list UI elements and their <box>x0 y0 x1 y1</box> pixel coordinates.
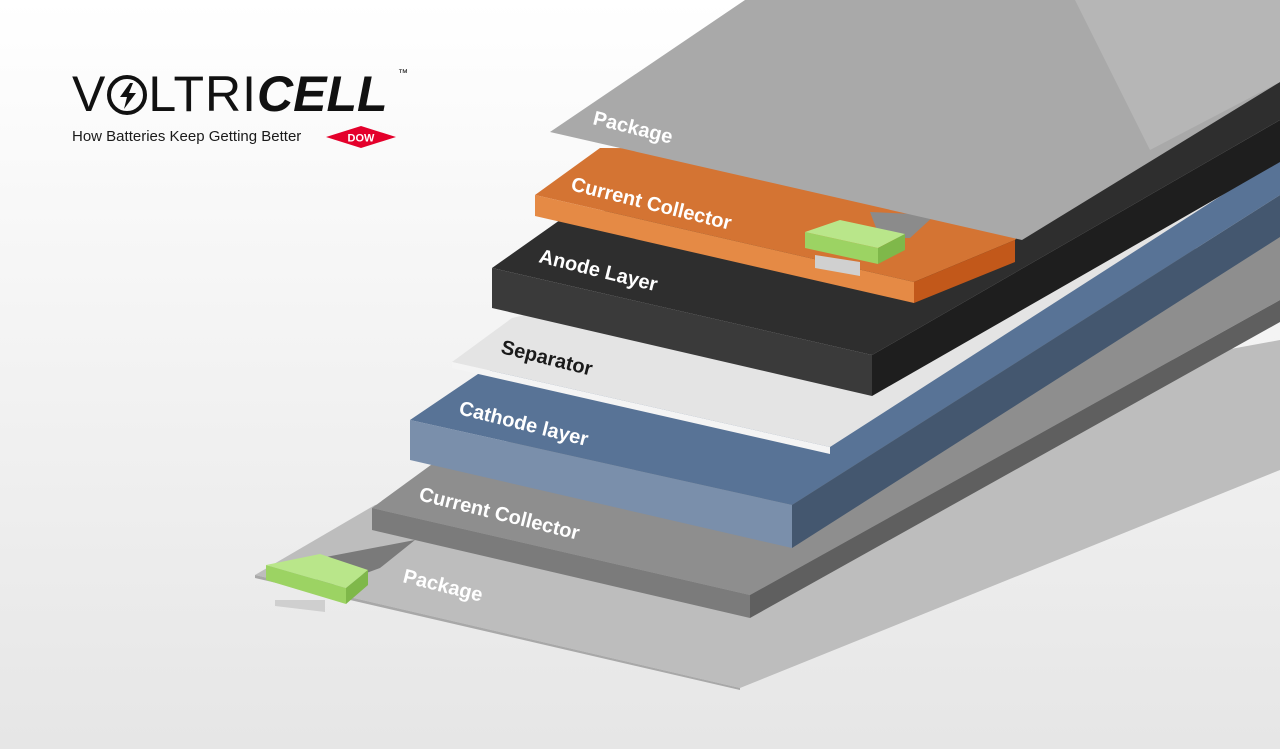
lightning-bolt-icon <box>107 75 148 115</box>
logo-text-part1: V <box>72 66 107 122</box>
logo-wordmark: V LTRICELL <box>72 66 388 122</box>
terminal-tab-top <box>805 212 935 276</box>
brand-logo: V LTRICELL ™ How Batteries Keep Getting B… <box>72 66 412 156</box>
logo-text-part2: LTRI <box>148 66 257 122</box>
terminal-tab-bottom <box>266 540 415 612</box>
dow-logo-text: DOW <box>348 133 376 145</box>
layer-package-top: Package <box>550 0 1280 240</box>
dow-logo-icon: DOW <box>326 126 396 148</box>
trademark-symbol: ™ <box>398 68 408 79</box>
logo-text-part3: CELL <box>257 66 388 122</box>
logo-tagline: How Batteries Keep Getting Better <box>72 128 302 145</box>
